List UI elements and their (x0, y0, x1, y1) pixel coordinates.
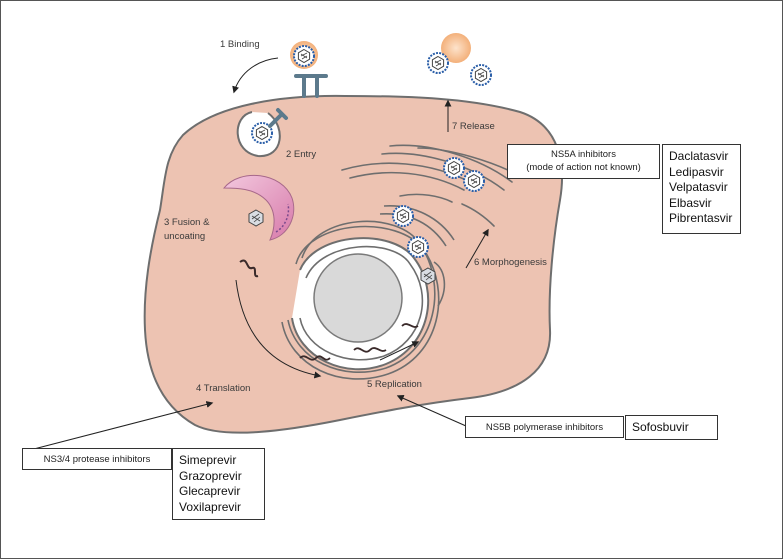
drug-name: Daclatasvir (669, 149, 729, 163)
step-translation-label: 4 Translation (196, 383, 251, 394)
endosome (222, 174, 295, 241)
step-fusion-label-2: uncoating (164, 231, 206, 242)
drug-name: Pibrentasvir (669, 211, 733, 225)
ns5a-title-1: NS5A inhibitors (551, 149, 616, 160)
released-virions (427, 33, 492, 86)
replication-rna (299, 323, 419, 361)
ns5b-inhibitors-box: NS5B polymerase inhibitors (465, 416, 624, 438)
viral-rna (239, 259, 259, 278)
ns34-title: NS3/4 protease inhibitors (43, 454, 151, 465)
ns34-inhibitors-box: NS3/4 protease inhibitors (22, 448, 172, 470)
entry-vesicle (236, 108, 288, 158)
drug-name: Velpatasvir (669, 180, 728, 194)
ns5b-drug-list: Sofosbuvir (625, 415, 718, 440)
flow-arrows (29, 57, 489, 451)
drug-name: Ledipasvir (669, 164, 724, 179)
drug-name: Glecaprevir (179, 484, 241, 498)
step-morphogenesis-label: 6 Morphogenesis (474, 257, 547, 268)
nucleus-er (281, 205, 455, 380)
ns5b-title: NS5B polymerase inhibitors (485, 422, 604, 433)
step-replication-label: 5 Replication (367, 379, 422, 390)
step-release-label: 7 Release (452, 121, 495, 132)
ns5a-inhibitors-box: NS5A inhibitors (mode of action not know… (507, 144, 660, 179)
ns5a-title-2: (mode of action not known) (526, 162, 641, 173)
step-binding-label: 1 Binding (220, 39, 260, 50)
drug-name: Elbasvir (669, 195, 712, 210)
step-fusion-label-1: 3 Fusion & (164, 217, 210, 228)
binding-virion (290, 41, 328, 98)
drug-name: Grazoprevir (179, 468, 242, 483)
ns34-drug-list: Simeprevir Grazoprevir Glecaprevir Voxil… (172, 448, 265, 520)
ns5a-drug-list: Daclatasvir Ledipasvir Velpatasvir Elbas… (662, 144, 741, 234)
drug-name: Sofosbuvir (632, 420, 689, 434)
drug-name: Simeprevir (179, 453, 237, 467)
step-entry-label: 2 Entry (286, 149, 317, 160)
drug-name: Voxilaprevir (179, 499, 242, 514)
